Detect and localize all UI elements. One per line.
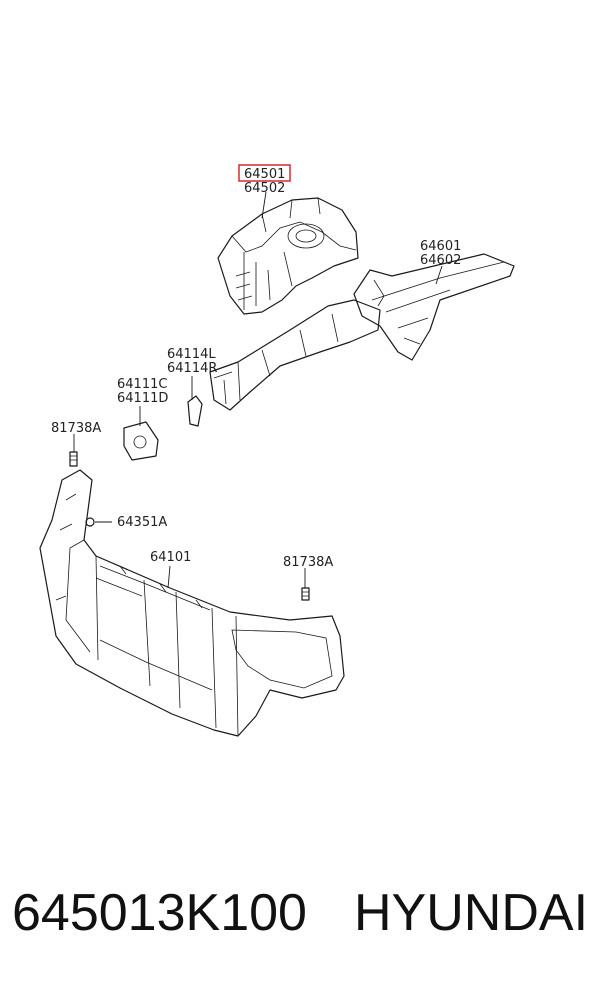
leader-64601 xyxy=(435,265,443,285)
label-81738A-right: 81738A xyxy=(283,555,333,570)
side-member-part xyxy=(353,253,515,361)
part-number-caption: 645013K100 xyxy=(12,884,307,942)
front-rail-part xyxy=(209,299,381,411)
label-64111D: 64111D xyxy=(117,391,168,406)
label-64501: 64501 xyxy=(244,167,285,182)
brand-caption: HYUNDAI xyxy=(354,884,589,942)
plate-part xyxy=(123,421,159,461)
label-64114L: 64114L xyxy=(167,347,216,362)
bolt-left xyxy=(69,451,78,467)
label-81738A-left: 81738A xyxy=(51,421,101,436)
label-64601: 64601 xyxy=(420,239,461,254)
highlight-box xyxy=(238,164,291,182)
label-64101: 64101 xyxy=(150,550,191,565)
radiator-support-part xyxy=(39,469,345,737)
bolt-right xyxy=(301,587,310,601)
label-64602: 64602 xyxy=(420,253,461,268)
leader-64501 xyxy=(261,191,267,219)
label-64111C: 64111C xyxy=(117,377,167,392)
bracket-part xyxy=(187,395,203,427)
leader-64101 xyxy=(167,565,171,589)
label-64502: 64502 xyxy=(244,181,285,196)
label-64114R: 64114R xyxy=(167,361,217,376)
parts-diagram: 64501 64502 64601 64602 64114L 64114R 64… xyxy=(39,164,515,737)
fender-apron-part xyxy=(217,197,359,315)
label-64351A: 64351A xyxy=(117,515,167,530)
